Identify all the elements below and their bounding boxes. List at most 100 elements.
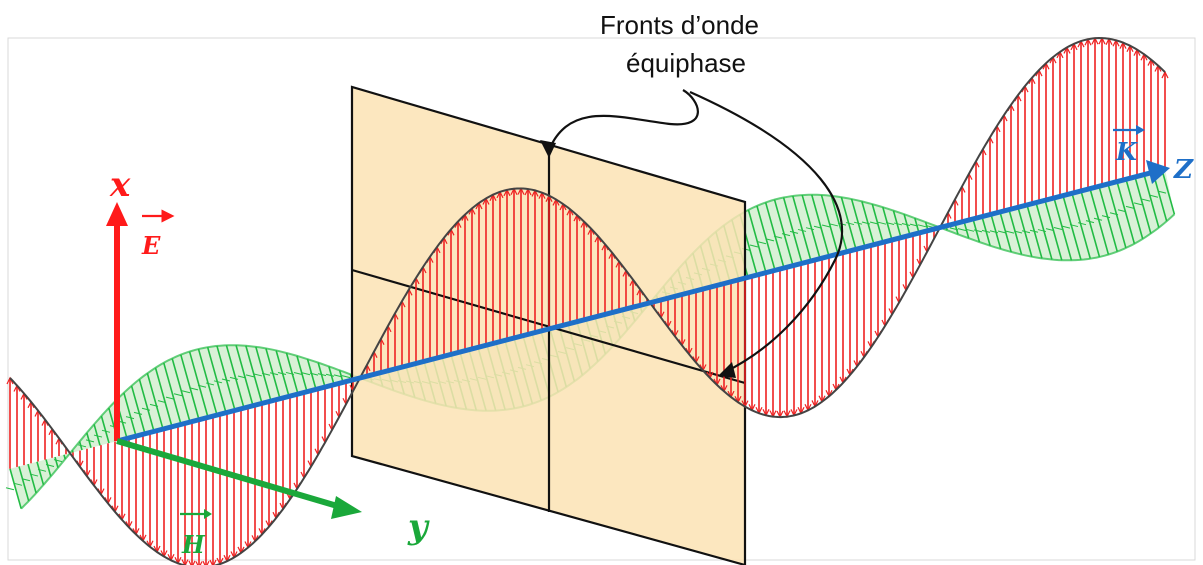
h-field-hatch: [949, 227, 959, 231]
h-field-hatch: [37, 468, 47, 472]
h-field-vector: [188, 351, 209, 418]
h-field-vector: [138, 379, 155, 432]
h-vector-overarrow-head: [204, 509, 212, 519]
h-field-hatch: [1037, 229, 1047, 233]
h-field-vector: [801, 194, 821, 259]
h-field-hatch: [1125, 205, 1135, 209]
h-field-hatch: [781, 233, 791, 237]
annotation-line-2: équiphase: [626, 48, 746, 78]
h-field-hatch: [1029, 229, 1039, 233]
h-field-hatch: [237, 375, 247, 379]
h-field-vector: [756, 205, 776, 271]
h-field-vector: [130, 385, 146, 434]
h-field-vector: [1089, 188, 1110, 255]
h-field-hatch: [1061, 225, 1071, 229]
h-field-hatch: [1045, 228, 1055, 232]
h-field-hatch: [141, 407, 151, 411]
h-field-hatch: [901, 222, 911, 226]
h-field-hatch: [1101, 215, 1111, 219]
h-field-hatch: [1109, 212, 1119, 216]
k-vector-label: K: [1115, 137, 1138, 166]
h-field-hatch: [45, 463, 55, 467]
h-field-hatch: [1013, 230, 1023, 234]
h-field-vector: [1008, 209, 1023, 255]
h-field-hatch: [773, 235, 783, 239]
h-field-hatch: [253, 373, 263, 377]
annotation-arrow-1: [547, 89, 699, 151]
h-field-hatch: [893, 222, 903, 226]
h-field-hatch: [221, 378, 231, 382]
h-field-vector: [871, 203, 884, 243]
h-field-vector: [36, 461, 45, 486]
h-field-hatch: [325, 373, 335, 377]
h-field-hatch: [1005, 230, 1015, 234]
h-field-hatch: [333, 374, 343, 378]
h-field-hatch: [813, 225, 823, 229]
h-field-hatch: [101, 429, 111, 433]
e-field-envelope: [9, 36, 1166, 565]
e-vector-label: E: [141, 231, 161, 260]
e-field-vector-tip: [6, 376, 14, 385]
h-field-vector: [1071, 193, 1092, 259]
h-field-vector: [1107, 183, 1127, 249]
h-field-hatch: [909, 223, 919, 227]
h-field-hatch: [1069, 224, 1079, 228]
h-field-hatch: [821, 224, 831, 228]
h-field-hatch: [845, 222, 855, 226]
h-field-vector: [171, 358, 191, 423]
h-field-vector: [235, 345, 254, 406]
h-field-vector: [27, 463, 37, 494]
h-field-vector: [782, 197, 803, 264]
h-field-hatch: [85, 439, 95, 443]
h-field-hatch: [205, 382, 215, 386]
e-field-vector-tip: [202, 560, 210, 565]
h-field-vector: [93, 424, 101, 446]
h-field-vector: [9, 468, 22, 509]
h-field-hatch: [749, 244, 759, 248]
h-field-vector: [1143, 174, 1160, 228]
h-field-hatch: [5, 487, 15, 491]
h-field-hatch: [285, 371, 295, 375]
h-field-vector: [100, 415, 110, 444]
annotation-line-1: Fronts d’onde: [600, 10, 759, 40]
h-field-vector: [54, 456, 59, 468]
z-axis-label: Z: [1173, 155, 1194, 185]
h-field-hatch: [981, 229, 991, 233]
h-field-hatch: [1141, 198, 1151, 202]
h-field-vector: [180, 354, 200, 420]
h-field-hatch: [885, 222, 895, 225]
h-field-hatch: [165, 396, 175, 400]
h-field-vector: [810, 194, 830, 257]
h-field-hatch: [1117, 209, 1127, 213]
h-field-vector: [1125, 179, 1144, 240]
e-field-vector-tip: [181, 559, 189, 565]
h-field-hatch: [965, 228, 975, 232]
y-axis-line: [116, 438, 345, 511]
y-axis-arrowhead: [331, 496, 362, 519]
h-field-hatch: [189, 387, 199, 391]
h-field-hatch: [861, 221, 871, 225]
h-field-hatch: [1085, 220, 1095, 224]
h-field-hatch: [877, 221, 887, 225]
h-field-vector: [154, 367, 173, 427]
y-axis-label: y: [407, 507, 430, 547]
e-field-wave: [6, 36, 1169, 565]
h-field-hatch: [341, 375, 351, 379]
frame-border: [7, 37, 1196, 561]
h-field-hatch: [1077, 222, 1087, 226]
h-field-hatch: [29, 473, 39, 477]
h-field-vector: [1080, 190, 1101, 258]
annotation-arrow-2-head: [718, 362, 736, 378]
h-field-hatch: [1053, 227, 1063, 231]
h-field-vector: [1134, 176, 1152, 234]
h-field-hatch: [293, 372, 303, 376]
h-field-hatch: [213, 380, 223, 384]
h-field-vector: [1053, 197, 1073, 261]
h-field-vector: [1098, 186, 1119, 252]
h-field-hatch: [805, 227, 815, 231]
h-field-vector: [216, 345, 236, 411]
h-field-vector: [296, 355, 308, 392]
h-field-hatch: [957, 228, 967, 232]
h-field-hatch: [1157, 190, 1167, 194]
h-vector-label: H: [181, 530, 206, 559]
